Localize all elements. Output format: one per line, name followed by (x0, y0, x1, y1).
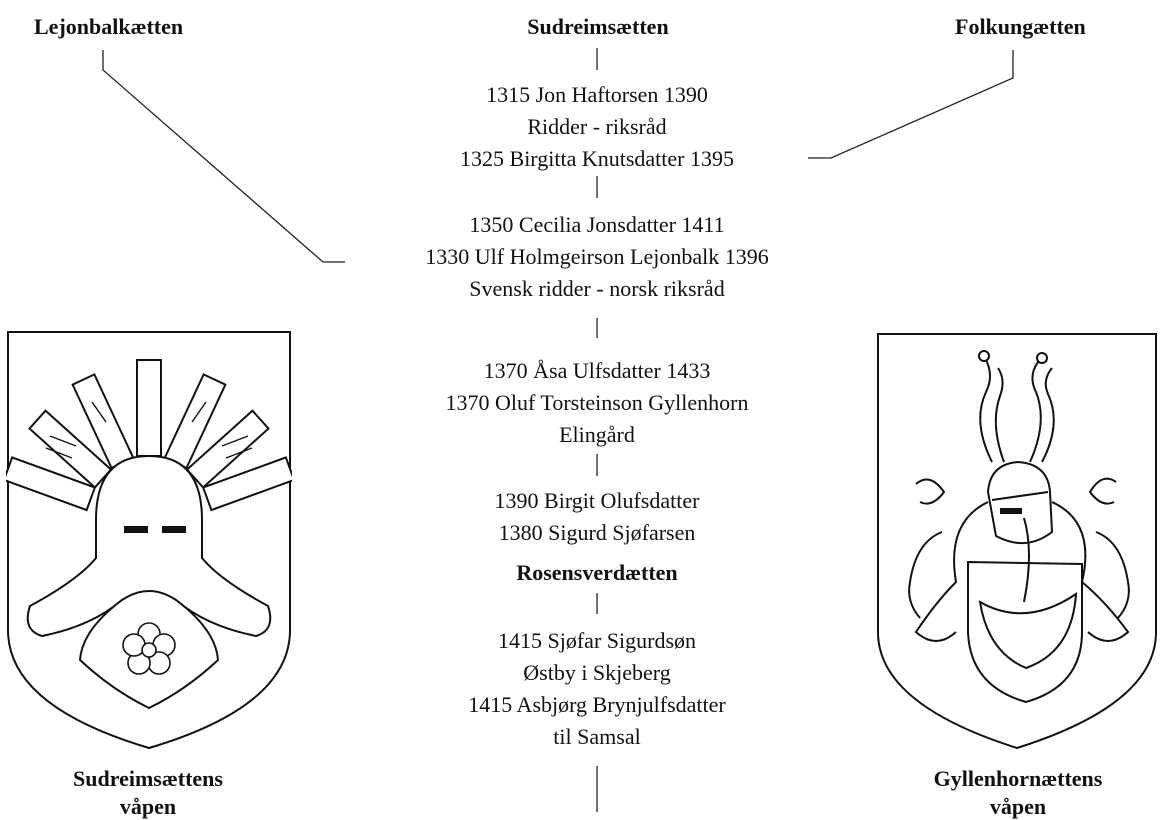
crest-caption-left-line1: Sudreimsættens (73, 766, 223, 791)
gen3-line1: 1370 Åsa Ulfsdatter 1433 (483, 358, 711, 383)
gen1-line3: 1325 Birgitta Knutsdatter 1395 (460, 146, 734, 171)
crest-caption-right-line1: Gyllenhornættens (933, 766, 1103, 791)
gen3-line3: Elingård (559, 422, 635, 447)
family-sudreim: Sudreimsætten (527, 14, 669, 39)
gen5-line1: 1415 Sjøfar Sigurdsøn (498, 628, 696, 653)
family-rosensverd: Rosensverdætten (516, 560, 678, 585)
gen2-line1: 1350 Cecilia Jonsdatter 1411 (469, 212, 725, 237)
gyllenhorn-coat-of-arms-icon (877, 333, 1157, 750)
gen5-line2: Østby i Skjeberg (523, 660, 671, 685)
family-lejonbalk: Lejonbalkætten (34, 14, 184, 39)
gen4-line1: 1390 Birgit Olufsdatter (494, 488, 700, 513)
crest-caption-left-line2: våpen (119, 794, 177, 819)
gen4-line2: 1380 Sigurd Sjøfarsen (498, 520, 696, 545)
gen5-line4: til Samsal (553, 724, 641, 749)
gen3-line2: 1370 Oluf Torsteinson Gyllenhorn (445, 390, 749, 415)
crest-caption-right-line2: våpen (989, 794, 1047, 819)
gen2-line2: 1330 Ulf Holmgeirson Lejonbalk 1396 (425, 244, 769, 269)
gen2-line3: Svensk ridder - norsk riksråd (469, 276, 725, 301)
family-folkung: Folkungætten (955, 14, 1086, 39)
gen5-line3: 1415 Asbjørg Brynjulfsdatter (468, 692, 726, 717)
gen1-line2: Ridder - riksråd (527, 114, 667, 139)
gen1-line1: 1315 Jon Haftorsen 1390 (486, 82, 708, 107)
sudreim-coat-of-arms-icon (6, 331, 292, 750)
